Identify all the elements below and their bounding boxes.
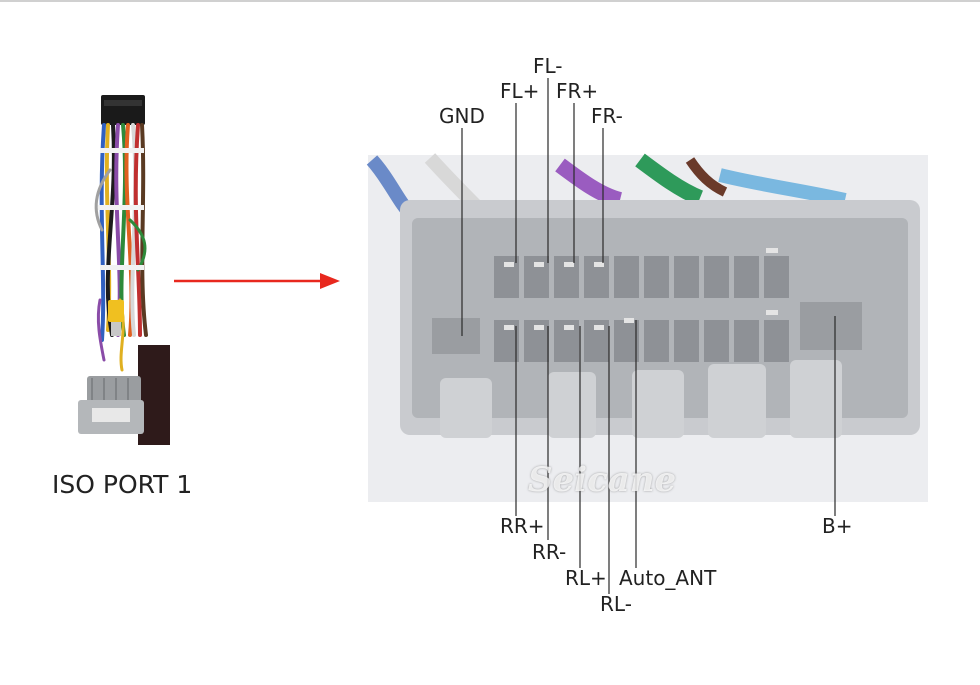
label-fl-minus: FL- xyxy=(533,54,563,78)
port-caption: ISO PORT 1 xyxy=(52,470,193,499)
label-fl-plus: FL+ xyxy=(500,79,540,103)
label-rl-minus: RL- xyxy=(600,592,632,616)
label-fr-minus: FR- xyxy=(591,104,623,128)
label-auto-ant: Auto_ANT xyxy=(619,566,717,590)
connector-closeup xyxy=(366,153,928,502)
pointer-arrow xyxy=(174,273,340,289)
brand-watermark: Seicane xyxy=(528,460,677,500)
label-rl-plus: RL+ xyxy=(565,566,607,590)
harness-illustration xyxy=(78,95,170,445)
leader-lines xyxy=(461,78,836,594)
top-divider xyxy=(0,0,980,2)
label-rr-minus: RR- xyxy=(532,540,567,564)
label-b-plus: B+ xyxy=(822,514,853,538)
label-gnd: GND xyxy=(439,104,485,128)
label-rr-plus: RR+ xyxy=(500,514,545,538)
label-fr-plus: FR+ xyxy=(556,79,599,103)
